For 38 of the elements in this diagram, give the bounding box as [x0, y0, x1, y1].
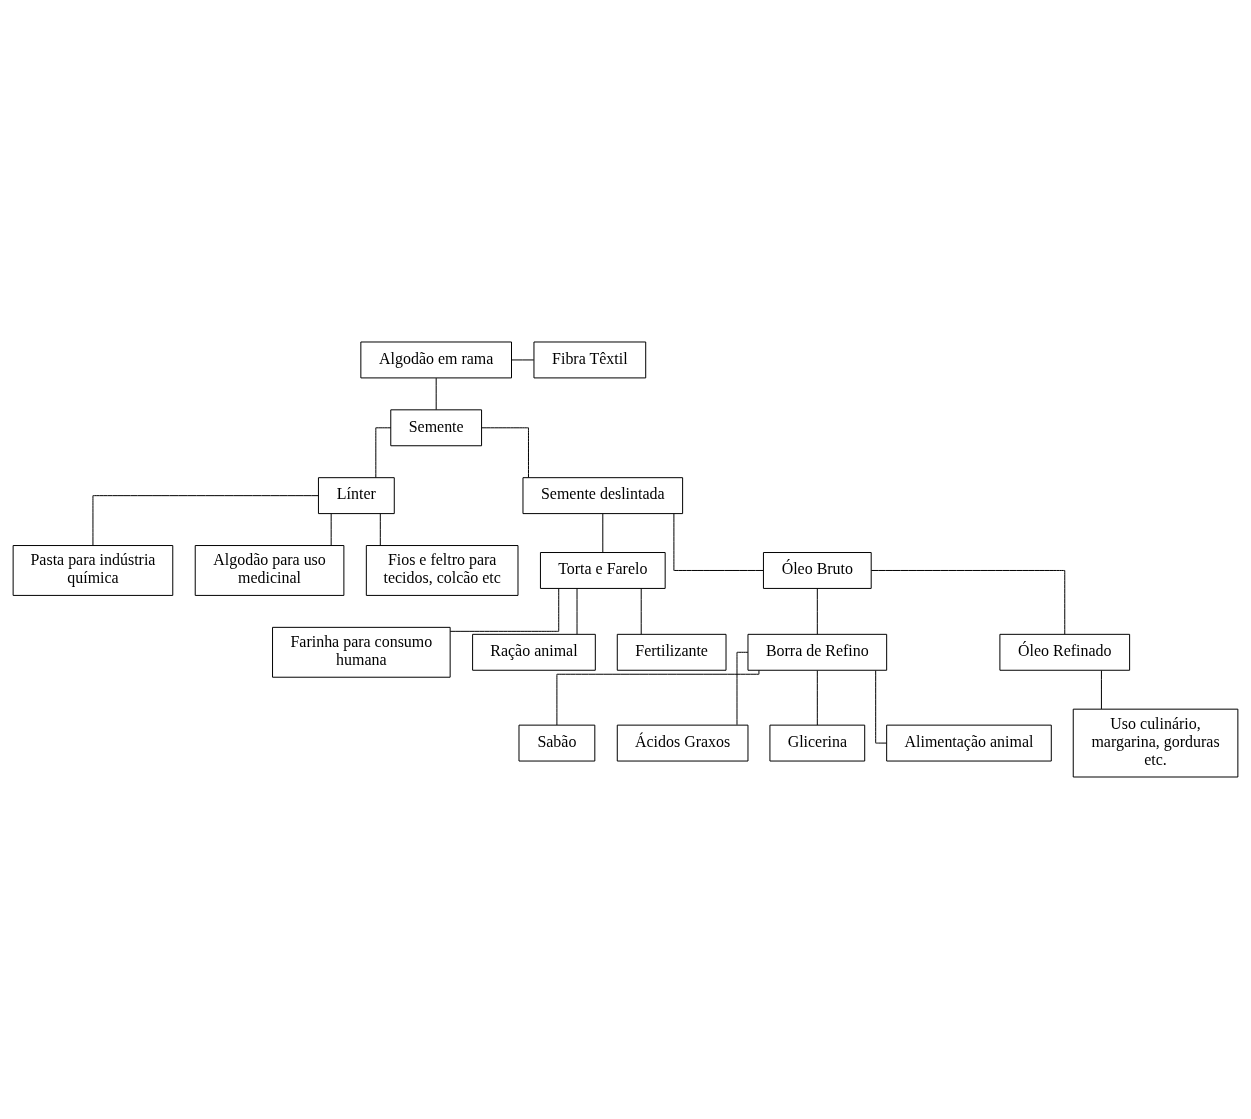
node-box: Ração animal: [472, 633, 596, 671]
node-box: Borra de Refino: [747, 633, 888, 671]
node-box: Torta e Farelo: [539, 552, 666, 589]
connector: [92, 495, 319, 546]
connector: [576, 588, 578, 635]
node-box: Sabão: [518, 724, 596, 762]
node-box: Algodão em rama: [360, 341, 512, 379]
node-box: Óleo Refinado: [999, 633, 1131, 671]
connector: [673, 513, 764, 571]
connector: [816, 588, 818, 635]
node-box: Uso culinário, margarina, gorduras etc.: [1072, 708, 1239, 778]
node-box: Línter: [317, 477, 395, 515]
node-box: Fertilizante: [616, 633, 727, 671]
node-box: Óleo Bruto: [762, 552, 872, 589]
connector: [875, 670, 887, 744]
node-box: Algodão para uso medicinal: [194, 545, 345, 596]
connector: [640, 588, 642, 635]
connector: [870, 570, 1066, 635]
node-box: Alimentação animal: [886, 724, 1052, 762]
connector: [379, 513, 381, 546]
node-box: Semente: [390, 409, 483, 447]
node-box: Fibra Têxtil: [533, 341, 647, 379]
connector: [330, 513, 332, 546]
connector: [816, 670, 818, 726]
node-box: Pasta para indústria química: [12, 545, 174, 596]
connector: [481, 427, 529, 478]
connector: [602, 513, 604, 553]
node-box: Farinha para consumo humana: [272, 626, 451, 678]
connector: [449, 588, 560, 632]
connector: [556, 669, 760, 726]
node-box: Ácidos Graxos: [616, 724, 749, 762]
node-box: Semente deslintada: [522, 477, 684, 515]
connector: [736, 651, 749, 726]
node-box: Glicerina: [769, 724, 866, 762]
connector: [511, 359, 535, 361]
node-box: Fios e feltro para tecidos, colcão etc: [365, 545, 519, 596]
connector: [1100, 670, 1102, 710]
connector: [435, 377, 437, 411]
